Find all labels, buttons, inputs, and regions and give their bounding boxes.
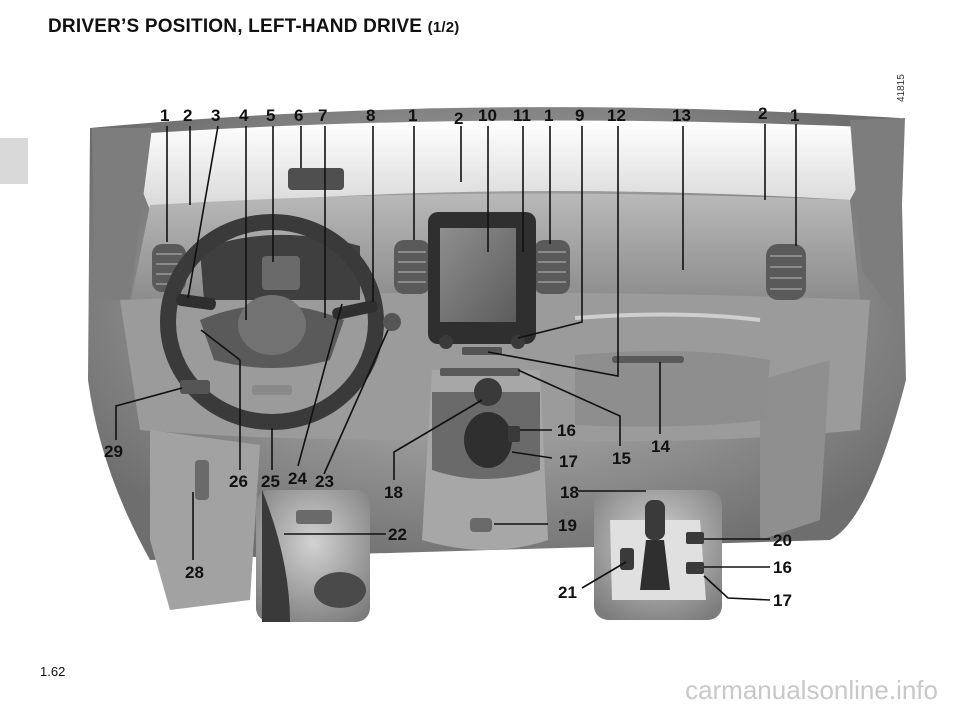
callouts-bottom: 29 26 25 24 23 18 22 28 16 17 15 14 18 1… bbox=[104, 421, 792, 610]
right-stalk bbox=[332, 300, 378, 320]
callout-top-1: 1 bbox=[160, 106, 169, 125]
callout-22: 22 bbox=[388, 525, 407, 544]
left-stalk bbox=[176, 293, 216, 311]
start-button bbox=[383, 313, 401, 331]
title-part: (1/2) bbox=[427, 19, 460, 36]
inset-door-pocket bbox=[256, 490, 370, 622]
air-vent-center-left bbox=[394, 240, 430, 294]
callout-20: 20 bbox=[773, 531, 792, 550]
callout-top-4: 4 bbox=[239, 106, 249, 125]
callout-top-5: 5 bbox=[266, 106, 275, 125]
callout-21: 21 bbox=[558, 583, 577, 602]
callout-top-10: 2 bbox=[454, 109, 463, 128]
callout-18a: 18 bbox=[384, 483, 403, 502]
callout-25: 25 bbox=[261, 472, 280, 491]
page-title: DRIVER’S POSITION, LEFT-HAND DRIVE (1/2) bbox=[48, 16, 460, 38]
callout-top-3: 3 bbox=[211, 106, 220, 125]
glove-box bbox=[575, 351, 770, 427]
air-vent-center-right bbox=[534, 240, 570, 294]
callout-top-2: 2 bbox=[183, 106, 192, 125]
callout-top-12: 11 bbox=[513, 106, 531, 125]
callout-top-15: 12 bbox=[607, 106, 626, 125]
callout-top-16: 13 bbox=[672, 106, 691, 125]
callout-top-8: 8 bbox=[366, 106, 375, 125]
callouts-top: 1 2 3 4 5 6 7 8 1 2 10 11 1 9 12 13 2 1 bbox=[160, 104, 799, 128]
callout-top-9: 1 bbox=[408, 106, 417, 125]
callout-top-11: 10 bbox=[478, 106, 497, 125]
inset-auto-gearbox bbox=[594, 490, 722, 620]
bonnet-release bbox=[195, 460, 209, 500]
section-tab bbox=[0, 138, 28, 184]
central-display bbox=[428, 212, 536, 355]
callout-29: 29 bbox=[104, 442, 123, 461]
callout-24: 24 bbox=[288, 469, 307, 488]
callout-17a: 17 bbox=[559, 452, 578, 471]
callout-18b: 18 bbox=[560, 483, 579, 502]
callout-top-13: 1 bbox=[544, 106, 553, 125]
callout-19: 19 bbox=[558, 516, 577, 535]
steering-wheel bbox=[160, 214, 384, 430]
leader-lines bbox=[115, 124, 797, 601]
page-number: 1.62 bbox=[40, 664, 66, 679]
callout-26: 26 bbox=[229, 472, 248, 491]
lower-left-switch bbox=[180, 380, 210, 394]
callout-17b: 17 bbox=[773, 591, 792, 610]
callout-16a: 16 bbox=[557, 421, 576, 440]
air-vent-right bbox=[766, 244, 806, 300]
callout-top-6: 6 bbox=[294, 106, 303, 125]
callout-top-18: 1 bbox=[790, 106, 799, 125]
callout-15: 15 bbox=[612, 449, 631, 468]
title-main: DRIVER’S POSITION, LEFT-HAND DRIVE bbox=[48, 16, 428, 37]
watermark: carmanualsonline.info bbox=[685, 675, 938, 705]
callout-16b: 16 bbox=[773, 558, 792, 577]
callout-28: 28 bbox=[185, 563, 204, 582]
callout-top-7: 7 bbox=[318, 106, 327, 125]
callout-top-17: 2 bbox=[758, 104, 767, 123]
callout-14: 14 bbox=[651, 437, 670, 456]
centre-console bbox=[422, 368, 548, 550]
callout-23: 23 bbox=[315, 472, 334, 491]
callout-top-14: 9 bbox=[575, 106, 584, 125]
head-up-display bbox=[288, 168, 344, 190]
